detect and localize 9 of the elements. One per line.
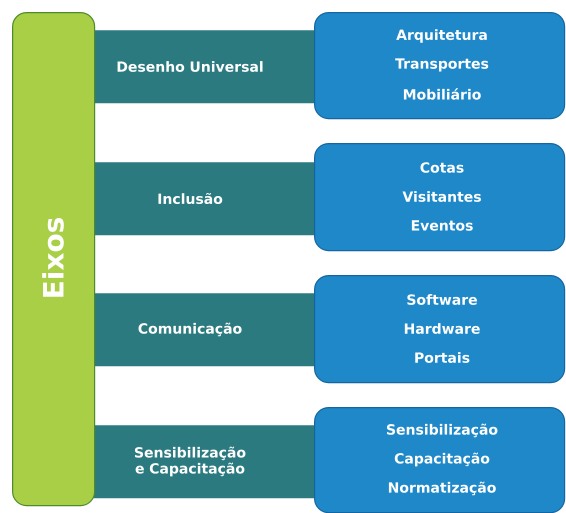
item-box: Arquitetura Transportes Mobiliário [314, 12, 566, 120]
axis-band: Comunicação [92, 293, 332, 366]
axis-box: Eixos [12, 12, 96, 506]
item-box: Software Hardware Portais [314, 275, 566, 384]
item-box: Cotas Visitantes Eventos [314, 143, 566, 252]
axis-band: Sensibilização e Capacitação [92, 425, 332, 498]
item-box: Sensibilização Capacitação Normatização [314, 406, 566, 513]
axis-band: Desenho Universal [92, 30, 332, 104]
axis-band: Inclusão [92, 162, 332, 236]
